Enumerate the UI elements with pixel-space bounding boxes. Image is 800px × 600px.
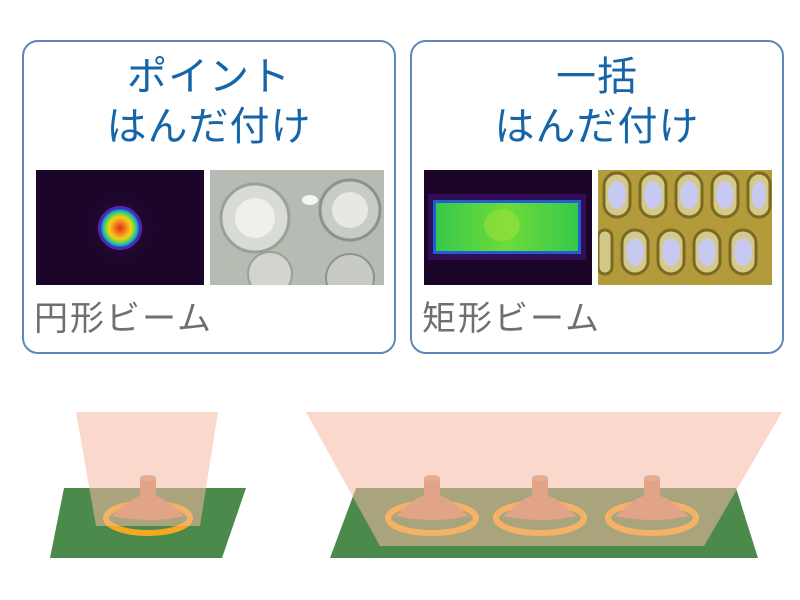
circular-laser-beam	[76, 412, 218, 526]
card-caption: 矩形ビーム	[422, 299, 601, 339]
point-beam-diagram	[50, 412, 246, 558]
card-caption: 円形ビーム	[34, 299, 213, 339]
card-title: ポイント はんだ付け	[24, 52, 394, 152]
card-title-line2: はんだ付け	[494, 104, 700, 150]
card-title-line1: 一括	[556, 54, 638, 100]
batch-soldering-card: 一括 はんだ付け	[410, 40, 784, 354]
point-soldering-photo	[210, 170, 384, 285]
batch-beam-diagram	[306, 412, 782, 558]
soldering-illustration	[50, 412, 782, 558]
rectangular-beam-thermal-image	[424, 170, 592, 285]
batch-soldering-photo	[598, 170, 772, 285]
card-title-line1: ポイント	[127, 54, 291, 100]
circular-beam-thermal-image	[36, 170, 204, 285]
card-title-line2: はんだ付け	[106, 104, 312, 150]
card-title: 一括 はんだ付け	[412, 52, 782, 152]
point-soldering-card: ポイント はんだ付け	[22, 40, 396, 354]
rectangular-laser-beam	[306, 412, 782, 546]
